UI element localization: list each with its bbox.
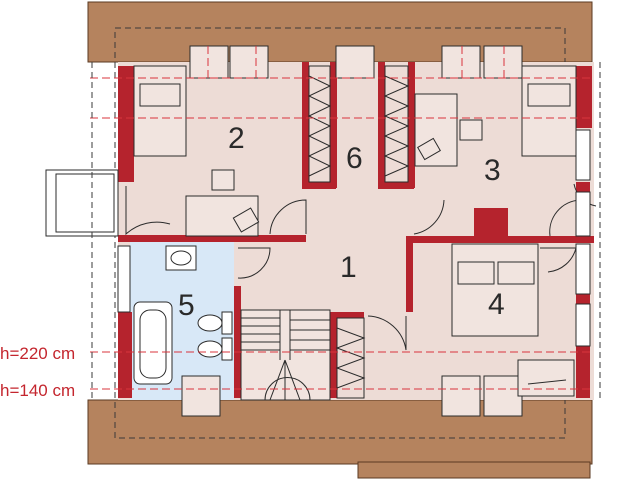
room-label-5: 5 <box>178 289 195 322</box>
wall-wardrobe-bottom-l <box>302 182 336 189</box>
wall-right-upper <box>576 66 592 128</box>
height-label-140: h=140 cm <box>0 381 75 400</box>
washbasin <box>165 245 197 271</box>
room-label-1: 1 <box>340 251 357 284</box>
wall-right-lower <box>576 346 590 398</box>
wall-interior-v2 <box>234 286 241 398</box>
window-left-bath <box>117 245 131 313</box>
wall-wardrobe-mid <box>330 62 337 188</box>
wall-wardrobe-right <box>408 62 415 188</box>
room-label-4: 4 <box>488 288 505 321</box>
desk-room-2 <box>185 169 260 237</box>
bed-room-4 <box>451 243 539 337</box>
wall-stair-closet <box>330 312 337 398</box>
wall-interior-h2 <box>408 236 594 243</box>
wardrobe-hatch-stairs <box>335 317 366 399</box>
wall-left-upper <box>118 66 134 182</box>
toilet <box>197 311 233 335</box>
balcony-door <box>45 169 119 237</box>
wardrobe-hatch-right <box>383 65 410 183</box>
wall-stair-closet-top <box>330 312 364 318</box>
wall-interior-h1 <box>118 235 306 242</box>
wall-interior-v1 <box>406 236 413 312</box>
roof-bottom-extension <box>357 461 591 479</box>
bed-room-3 <box>521 65 577 157</box>
wall-wardrobe-bottom-r <box>378 182 414 189</box>
bathtub <box>133 301 173 385</box>
room-label-6: 6 <box>346 142 363 175</box>
bed-room-2 <box>133 65 187 157</box>
wall-right-mid2 <box>576 182 590 192</box>
armchair-room-4 <box>517 359 575 397</box>
wall-wardrobe-left <box>302 62 309 188</box>
room-label-3: 3 <box>484 154 501 187</box>
height-label-220: h=220 cm <box>0 344 75 363</box>
wall-interior-chimney <box>474 208 508 238</box>
bidet <box>197 337 233 361</box>
skylights-top <box>189 45 523 79</box>
wall-left-lower <box>118 312 132 398</box>
windows-right <box>575 129 591 347</box>
room-label-2: 2 <box>228 122 245 155</box>
wall-wardrobe-mid2 <box>378 62 385 188</box>
vertical-height-lines <box>207 46 505 78</box>
staircase <box>240 309 331 401</box>
wardrobe-hatch-left <box>307 65 332 183</box>
door-swings <box>125 183 597 351</box>
wall-right-mid <box>576 294 590 304</box>
desk-room-3 <box>414 93 483 167</box>
